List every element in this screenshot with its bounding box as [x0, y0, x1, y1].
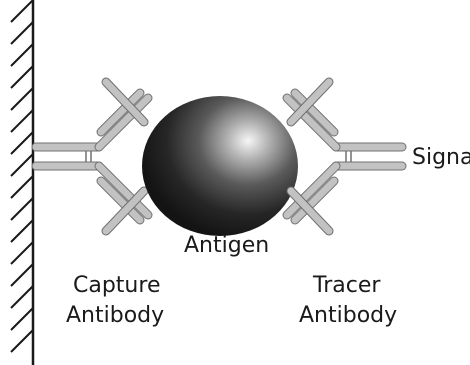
tracer-antibody-label-line2: Antibody — [299, 303, 397, 328]
capture-arm-upper-light-fill — [97, 89, 144, 136]
capture-arm-upper-tip-fill — [102, 78, 148, 126]
tracer-arm-upper-heavy-fill — [283, 94, 340, 151]
tracer-arm-upper-light-fill — [291, 89, 338, 136]
capture-antibody-label-line2: Antibody — [66, 303, 164, 328]
capture-antibody — [31, 77, 153, 236]
wall-hatching — [10, 0, 34, 353]
solid-surface-wall — [10, 0, 35, 365]
antigen-sphere — [142, 96, 298, 236]
capture-arm-upper-heavy-fill — [95, 94, 152, 151]
tracer-arm-lower-tip-fill — [287, 187, 333, 235]
tracer-arm-upper-tip-fill — [287, 78, 333, 126]
capture-arm-lower-light-fill — [97, 177, 144, 224]
capture-antibody-label-line1: Capture — [73, 273, 160, 298]
tracer-antibody-label-line1: Tracer — [312, 273, 381, 298]
capture-arm-lower-heavy-fill — [95, 162, 152, 219]
antigen-label: Antigen — [184, 233, 269, 258]
capture-arm-lower-tip-fill — [102, 187, 148, 235]
tracer-arm-lower-light-fill — [291, 177, 338, 224]
tracer-arm-lower-heavy-fill — [283, 162, 340, 219]
signal-label: Signa — [412, 145, 470, 170]
tracer-antibody — [282, 77, 407, 236]
